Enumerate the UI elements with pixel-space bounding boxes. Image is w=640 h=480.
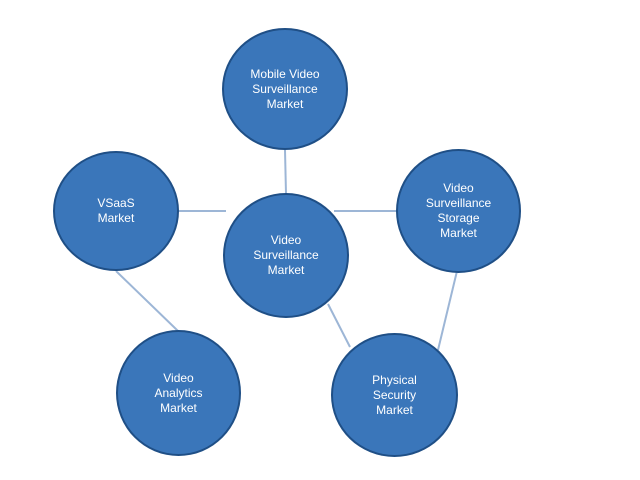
- video-analytics-market-node: Video Analytics Market: [116, 330, 241, 456]
- physical-security-market-node: Physical Security Market: [331, 333, 458, 457]
- connector-center-physical: [327, 303, 351, 348]
- video-surveillance-storage-market-node: Video Surveillance Storage Market: [396, 149, 521, 273]
- connector-storage-physical: [437, 270, 458, 351]
- mobile-video-surveillance-market-node: Mobile Video Surveillance Market: [222, 28, 348, 150]
- node-label: Physical Security Market: [372, 372, 417, 417]
- video-surveillance-market-center-node: Video Surveillance Market: [223, 193, 349, 318]
- node-label: Video Surveillance Storage Market: [425, 181, 492, 240]
- connector-mobile-center: [284, 149, 287, 195]
- connector-vsaas-analytics: [115, 270, 179, 332]
- node-label: Video Analytics Market: [154, 370, 203, 415]
- vsaas-market-node: VSaaS Market: [53, 151, 179, 271]
- node-label: VSaaS Market: [97, 196, 135, 225]
- node-label: Video Surveillance Market: [253, 233, 319, 277]
- node-label: Mobile Video Surveillance Market: [250, 66, 320, 111]
